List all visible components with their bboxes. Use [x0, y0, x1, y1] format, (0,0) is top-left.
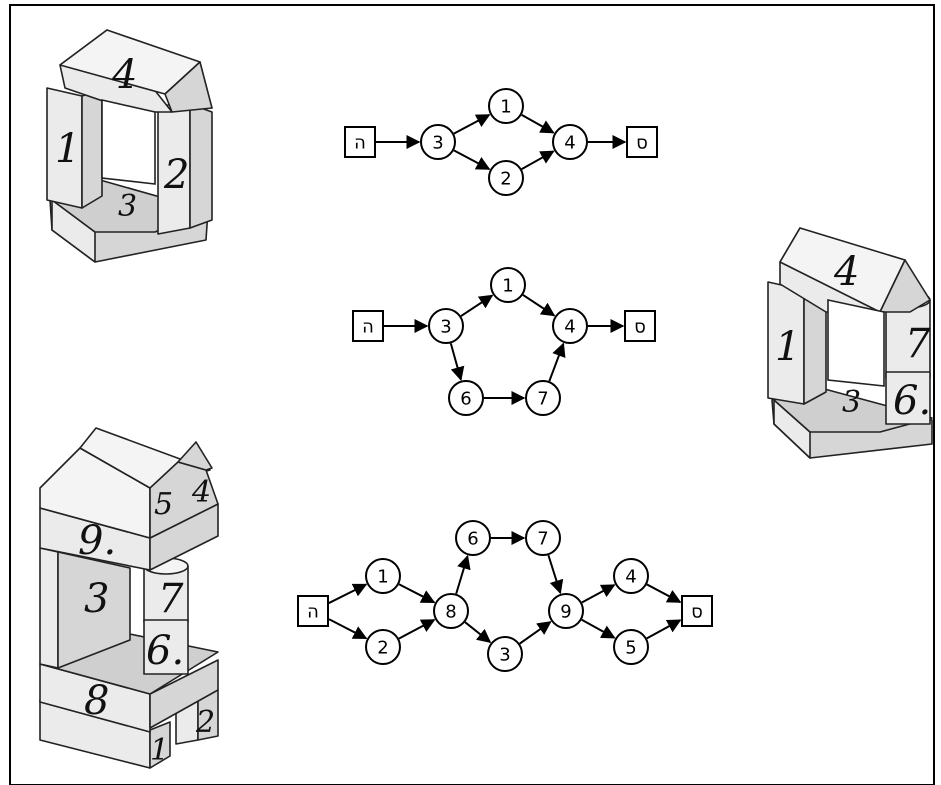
edge-graph-c-3-9: [519, 621, 552, 645]
graph-b-node-7: [525, 380, 561, 416]
graph-b-terminal-start: [352, 310, 384, 342]
graph-b: ה 3 1 4 6 7 ס: [352, 267, 656, 416]
edge-graph-a-2-4: [521, 150, 555, 171]
graph-a-label-2: 2: [500, 169, 511, 190]
structure-b-label-1: 1: [775, 324, 800, 370]
edge-graph-c-ה-2: [328, 618, 368, 640]
graph-b-label-7: 7: [537, 389, 548, 410]
edge-graph-b-1-4: [522, 294, 556, 317]
graph-c-label-ס: ס: [691, 602, 703, 623]
graph-c-node-8: [433, 593, 469, 629]
graph-b-label-1: 1: [502, 276, 513, 297]
structure-a-label-2: 2: [163, 152, 189, 198]
graph-c-node-7: [525, 520, 561, 556]
outer-frame: [9, 4, 935, 785]
graph-a-node-3: [420, 124, 456, 160]
graph-a-label-3: 3: [432, 133, 443, 154]
edge-graph-c-9-4: [581, 584, 616, 604]
graph-a-label-ס: ס: [636, 133, 648, 154]
graph-c-label-ה: ה: [307, 602, 319, 623]
graph-c-label-3: 3: [499, 645, 510, 666]
edge-graph-c-7-9: [547, 554, 564, 595]
structure-c-label-6: 6.: [146, 628, 184, 674]
graph-a-terminal-end: [626, 126, 658, 158]
block-structure-a: 4 1 2 3: [46, 29, 213, 263]
graph-a-label-1: 1: [500, 97, 511, 118]
graph-b-terminal-end: [624, 310, 656, 342]
structure-c-label-3: 3: [84, 576, 109, 622]
graph-b-label-6: 6: [460, 389, 471, 410]
graph-c-node-6: [455, 520, 491, 556]
edge-graph-a-3-1: [453, 114, 491, 135]
graph-c-label-8: 8: [445, 602, 456, 623]
structure-b-label-7: 7: [905, 321, 931, 367]
structure-a-label-4: 4: [111, 52, 137, 98]
graph-b-label-4: 4: [564, 317, 575, 338]
structure-b-label-3: 3: [842, 385, 861, 420]
graph-c-node-3: [487, 636, 523, 672]
edge-graph-c-1-8: [398, 583, 436, 604]
edge-graph-a-3-2: [453, 149, 491, 170]
structure-b-label-6: 6.: [893, 378, 931, 424]
graph-c-terminal-start: [297, 595, 329, 627]
edge-graph-a-1-4: [521, 113, 555, 134]
graph-b-node-6: [448, 380, 484, 416]
edge-graph-c-8-3: [464, 621, 492, 644]
structure-c-label-7: 7: [158, 576, 184, 622]
edge-graph-c-4-ס: [646, 583, 682, 603]
graph-c-node-4: [613, 558, 649, 594]
graph-c-label-1: 1: [377, 567, 388, 588]
graph-c-label-4: 4: [625, 567, 636, 588]
structure-c-label-5: 5: [154, 487, 173, 522]
graph-a-label-ה: ה: [354, 133, 366, 154]
graph-c-node-9: [548, 593, 584, 629]
graph-c-label-9: 9: [560, 602, 571, 623]
graph-c-label-7: 7: [537, 529, 548, 550]
structure-c-label-9: 9.: [78, 518, 116, 564]
graph-c: ה 1 2 8 6 7 3 9 4 5 ס: [297, 520, 713, 672]
block-structure-c: 5 4 9. 3 7 6. 8 1 2: [39, 427, 219, 769]
graph-c-label-5: 5: [625, 638, 636, 659]
graph-c-node-5: [613, 629, 649, 665]
graph-b-node-1: [490, 267, 526, 303]
graph-b-node-4: [552, 308, 588, 344]
structure-a-label-1: 1: [55, 126, 80, 172]
edge-graph-c-9-5: [581, 618, 616, 639]
edge-graph-b-3-1: [460, 294, 494, 317]
structure-a-label-3: 3: [118, 189, 137, 224]
graph-b-node-3: [428, 308, 464, 344]
edge-graph-c-8-6: [455, 554, 471, 595]
structure-c-label-1: 1: [150, 733, 169, 768]
edge-graph-c-5-ס: [646, 619, 682, 640]
graph-c-node-1: [365, 558, 401, 594]
structure-b-label-4: 4: [833, 249, 859, 295]
graph-a-node-4: [552, 124, 588, 160]
graph-a: ה 3 1 2 4 ס: [344, 88, 658, 196]
edge-graph-b-7-4: [548, 342, 566, 382]
graph-a-node-1: [488, 88, 524, 124]
graph-c-terminal-end: [681, 595, 713, 627]
graph-c-label-2: 2: [377, 638, 388, 659]
edge-graph-c-2-8: [398, 619, 436, 640]
edge-graph-b-3-6: [449, 343, 465, 382]
precedence-graphs: ה 3 1 2 4 ס ה 3 1 4 6 7 ס ה 1 2 8 6 7 3 9 4 5 ס: [297, 88, 713, 672]
graph-b-label-ס: ס: [634, 317, 646, 338]
graph-a-node-2: [488, 160, 524, 196]
structure-c-label-4: 4: [191, 475, 211, 510]
graph-b-label-ה: ה: [362, 317, 374, 338]
block-structure-b: 4 1 7 6. 3: [767, 227, 933, 459]
graph-c-node-2: [365, 629, 401, 665]
structure-c-label-2: 2: [195, 705, 215, 740]
graph-b-label-3: 3: [440, 317, 451, 338]
edge-graph-c-ה-1: [328, 583, 368, 604]
graph-a-label-4: 4: [564, 133, 575, 154]
graph-c-label-6: 6: [467, 529, 478, 550]
graph-a-terminal-start: [344, 126, 376, 158]
structure-c-label-8: 8: [84, 678, 109, 724]
